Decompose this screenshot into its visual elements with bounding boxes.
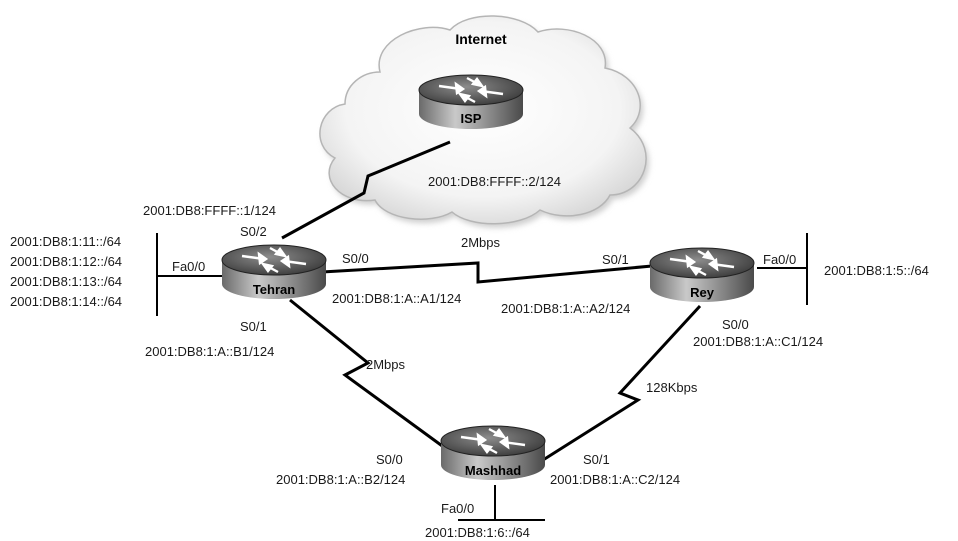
rey-s00-address: 2001:DB8:1:A::C1/124 — [693, 334, 823, 349]
router-icon — [418, 74, 524, 129]
tehran-fa00-interface: Fa0/0 — [172, 259, 205, 274]
tehran-s01-address: 2001:DB8:1:A::B1/124 — [145, 344, 274, 359]
tehran-s02-interface: S0/2 — [240, 224, 267, 239]
mashhad-s00-address: 2001:DB8:1:A::B2/124 — [276, 472, 405, 487]
router-isp[interactable]: ISP — [418, 74, 524, 129]
router-icon — [440, 425, 546, 480]
router-name: Rey — [690, 285, 715, 300]
tehran-s00-interface: S0/0 — [342, 251, 369, 266]
mashhad-fa00-interface: Fa0/0 — [441, 501, 474, 516]
internet-label: Internet — [455, 31, 507, 47]
rey-fa00-interface: Fa0/0 — [763, 252, 796, 267]
link-rey-mashhad — [542, 304, 702, 462]
rey-lan-network: 2001:DB8:1:5::/64 — [824, 263, 929, 278]
tehran-lan-network: 2001:DB8:1:14::/64 — [10, 294, 122, 309]
link-isp-tehran — [281, 140, 451, 240]
rey-mashhad-bandwidth: 128Kbps — [646, 380, 698, 395]
rey-s01-address: 2001:DB8:1:A::A2/124 — [501, 301, 630, 316]
router-mashhad[interactable]: Mashhad — [440, 425, 546, 480]
tehran-s01-interface: S0/1 — [240, 319, 267, 334]
router-rey[interactable]: Rey — [649, 247, 755, 302]
router-icon — [221, 244, 327, 299]
router-name: Mashhad — [465, 463, 521, 478]
mashhad-s01-address: 2001:DB8:1:A::C2/124 — [550, 472, 680, 487]
mashhad-lan-network: 2001:DB8:1:6::/64 — [425, 525, 530, 540]
tehran-s00-address: 2001:DB8:1:A::A1/124 — [332, 291, 461, 306]
tehran-lan-network: 2001:DB8:1:13::/64 — [10, 274, 122, 289]
mashhad-s00-interface: S0/0 — [376, 452, 403, 467]
serial-links — [281, 140, 702, 462]
router-name: Tehran — [253, 282, 295, 297]
tehran-s02-address: 2001:DB8:FFFF::1/124 — [143, 203, 276, 218]
rey-s00-interface: S0/0 — [722, 317, 749, 332]
link-tehran-mashhad — [289, 298, 446, 450]
tehran-lan-network: 2001:DB8:1:12::/64 — [10, 254, 122, 269]
tehran-rey-bandwidth: 2Mbps — [461, 235, 501, 250]
router-icon — [649, 247, 755, 302]
tehran-lan-network: 2001:DB8:1:11::/64 — [10, 234, 121, 249]
tehran-mashhad-bandwidth: 2Mbps — [366, 357, 406, 372]
router-name: ISP — [461, 111, 482, 126]
link-tehran-rey — [321, 261, 653, 284]
lan-segments — [156, 233, 808, 521]
rey-s01-interface: S0/1 — [602, 252, 629, 267]
router-tehran[interactable]: Tehran — [221, 244, 327, 299]
mashhad-s01-interface: S0/1 — [583, 452, 610, 467]
isp-serial-address: 2001:DB8:FFFF::2/124 — [428, 174, 561, 189]
